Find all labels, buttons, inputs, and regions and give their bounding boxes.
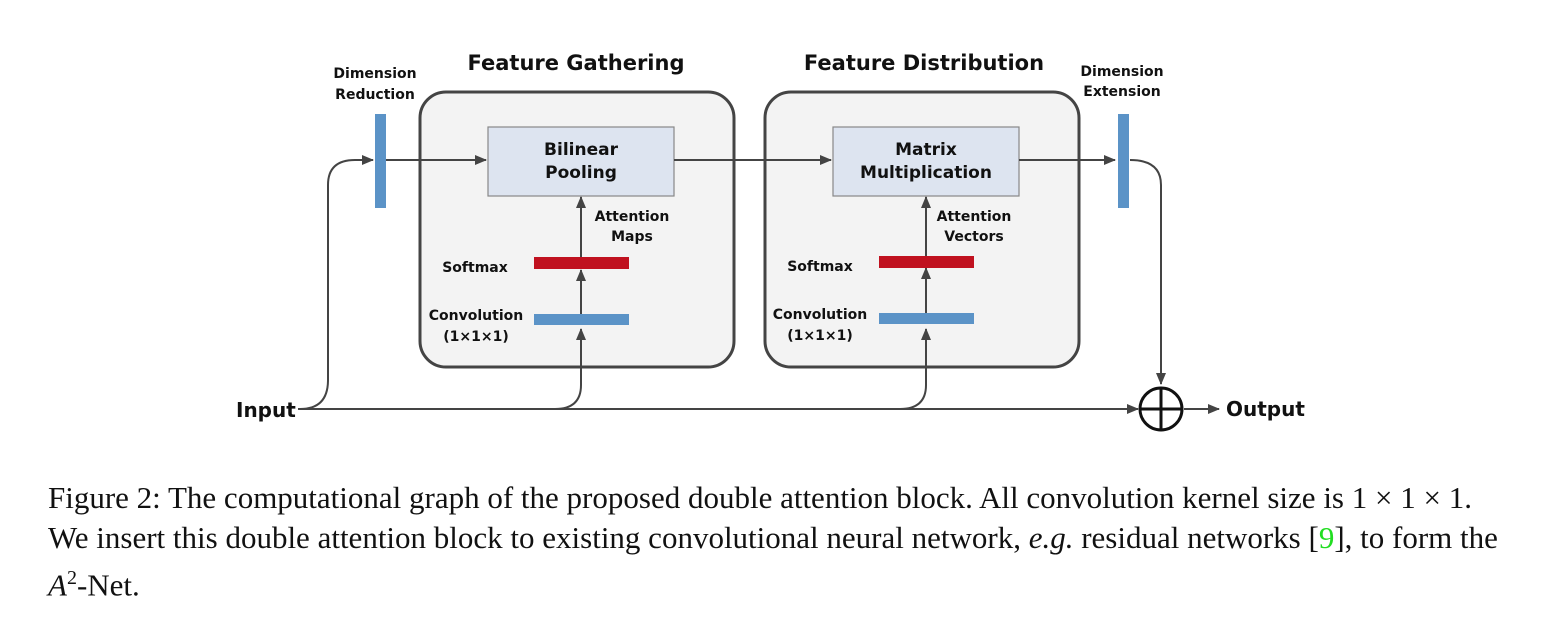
caption-eg: e.g.: [1028, 520, 1074, 555]
bilinear-pooling-label-2: Pooling: [545, 163, 617, 183]
gathering-conv-label-1: Convolution: [429, 308, 523, 324]
gathering-softmax-label: Softmax: [442, 260, 508, 276]
extension-to-plus-line: [1129, 159, 1166, 385]
dimension-extension-label-2: Extension: [1083, 84, 1160, 100]
sum-node: [1138, 386, 1184, 432]
dimension-reduction-label-2: Reduction: [335, 87, 415, 103]
caption-sup: 2: [66, 567, 77, 589]
input-branch-line: [299, 155, 374, 410]
figure-caption: Figure 2: The computational graph of the…: [48, 478, 1518, 605]
gathering-conv-label-2: (1×1×1): [443, 329, 508, 345]
distribution-input-branch: [899, 328, 931, 410]
gathering-conv-bar: [534, 314, 629, 325]
distribution-softmax-label: Softmax: [787, 259, 853, 275]
bilinear-pooling-label-1: Bilinear: [544, 140, 619, 160]
caption-mid: residual networks [: [1081, 520, 1319, 555]
double-attention-diagram: Dimension Reduction Dimension Extension …: [236, 51, 1305, 432]
feature-distribution-title: Feature Distribution: [804, 51, 1044, 75]
dimension-extension-label-1: Dimension: [1080, 64, 1163, 80]
dimension-reduction-label-1: Dimension: [333, 66, 416, 82]
matrix-multiplication-label-1: Matrix: [895, 140, 957, 160]
attention-maps-label-2: Maps: [611, 229, 653, 245]
caption-prefix: Figure 2: The computational graph of the…: [48, 480, 1472, 555]
gathering-input-branch: [554, 328, 586, 410]
distribution-conv-bar: [879, 313, 974, 324]
distribution-softmax-bar: [879, 256, 974, 268]
caption-after-ref: ], to form the: [1334, 520, 1498, 555]
matrix-multiplication-label-2: Multiplication: [860, 163, 992, 183]
caption-suffix: -Net.: [76, 567, 140, 603]
output-label: Output: [1226, 397, 1305, 421]
attention-vectors-label-1: Attention: [937, 209, 1012, 225]
bilinear-pooling-box: [487, 126, 675, 197]
gathering-softmax-bar: [534, 257, 629, 269]
dimension-extension-bar: [1118, 114, 1129, 208]
matrix-multiplication-box: [832, 126, 1020, 197]
caption-citation-link[interactable]: 9: [1318, 520, 1335, 555]
attention-maps-label-1: Attention: [595, 209, 670, 225]
dimension-reduction-bar: [375, 114, 386, 208]
input-label: Input: [236, 398, 296, 422]
distribution-conv-label-2: (1×1×1): [787, 328, 852, 344]
attention-vectors-label-2: Vectors: [944, 229, 1003, 245]
caption-a: A: [48, 567, 67, 603]
distribution-conv-label-1: Convolution: [773, 307, 867, 323]
feature-gathering-title: Feature Gathering: [468, 51, 685, 75]
